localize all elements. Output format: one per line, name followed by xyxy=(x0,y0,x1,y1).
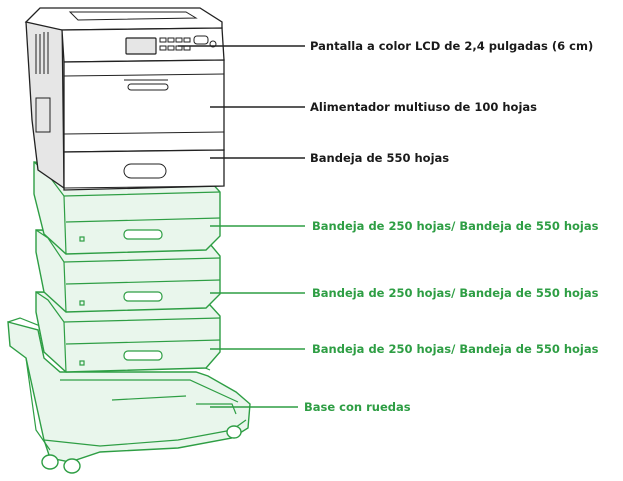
label-caster-base: Base con ruedas xyxy=(304,400,411,414)
label-std-tray: Bandeja de 550 hojas xyxy=(310,151,450,165)
leader-lines xyxy=(178,45,305,408)
label-feeder: Alimentador multiuso de 100 hojas xyxy=(310,100,537,114)
printer xyxy=(24,7,225,191)
label-opt-tray-1: Bandeja de 250 hojas/ Bandeja de 550 hoj… xyxy=(312,219,599,233)
caster-base xyxy=(7,317,251,474)
label-opt-tray-3: Bandeja de 250 hojas/ Bandeja de 550 hoj… xyxy=(312,342,599,356)
label-opt-tray-2: Bandeja de 250 hojas/ Bandeja de 550 hoj… xyxy=(312,286,599,300)
label-display: Pantalla a color LCD de 2,4 pulgadas (6 … xyxy=(310,39,594,53)
